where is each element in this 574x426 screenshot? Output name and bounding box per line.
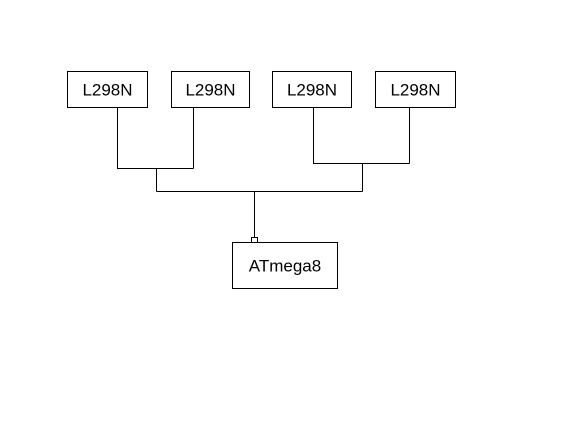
controller-label: ATmega8 bbox=[249, 257, 321, 276]
driver-node: L298N bbox=[171, 71, 250, 108]
driver-node: L298N bbox=[272, 71, 352, 108]
driver-label: L298N bbox=[390, 81, 440, 100]
driver-box bbox=[272, 71, 352, 108]
driver-label: L298N bbox=[82, 81, 132, 100]
driver-node: L298N bbox=[67, 71, 148, 108]
controller-node: ATmega8 bbox=[232, 237, 338, 289]
wire-driver-1 bbox=[117, 108, 194, 169]
driver-box bbox=[171, 71, 250, 108]
wiring bbox=[117, 108, 410, 237]
driver-label: L298N bbox=[185, 81, 235, 100]
driver-box bbox=[67, 71, 148, 108]
wire-driver-3 bbox=[313, 108, 410, 164]
controller-box bbox=[232, 242, 338, 289]
connector-pin bbox=[251, 237, 258, 243]
driver-label: L298N bbox=[287, 81, 337, 100]
driver-box bbox=[375, 71, 456, 108]
driver-node: L298N bbox=[375, 71, 456, 108]
